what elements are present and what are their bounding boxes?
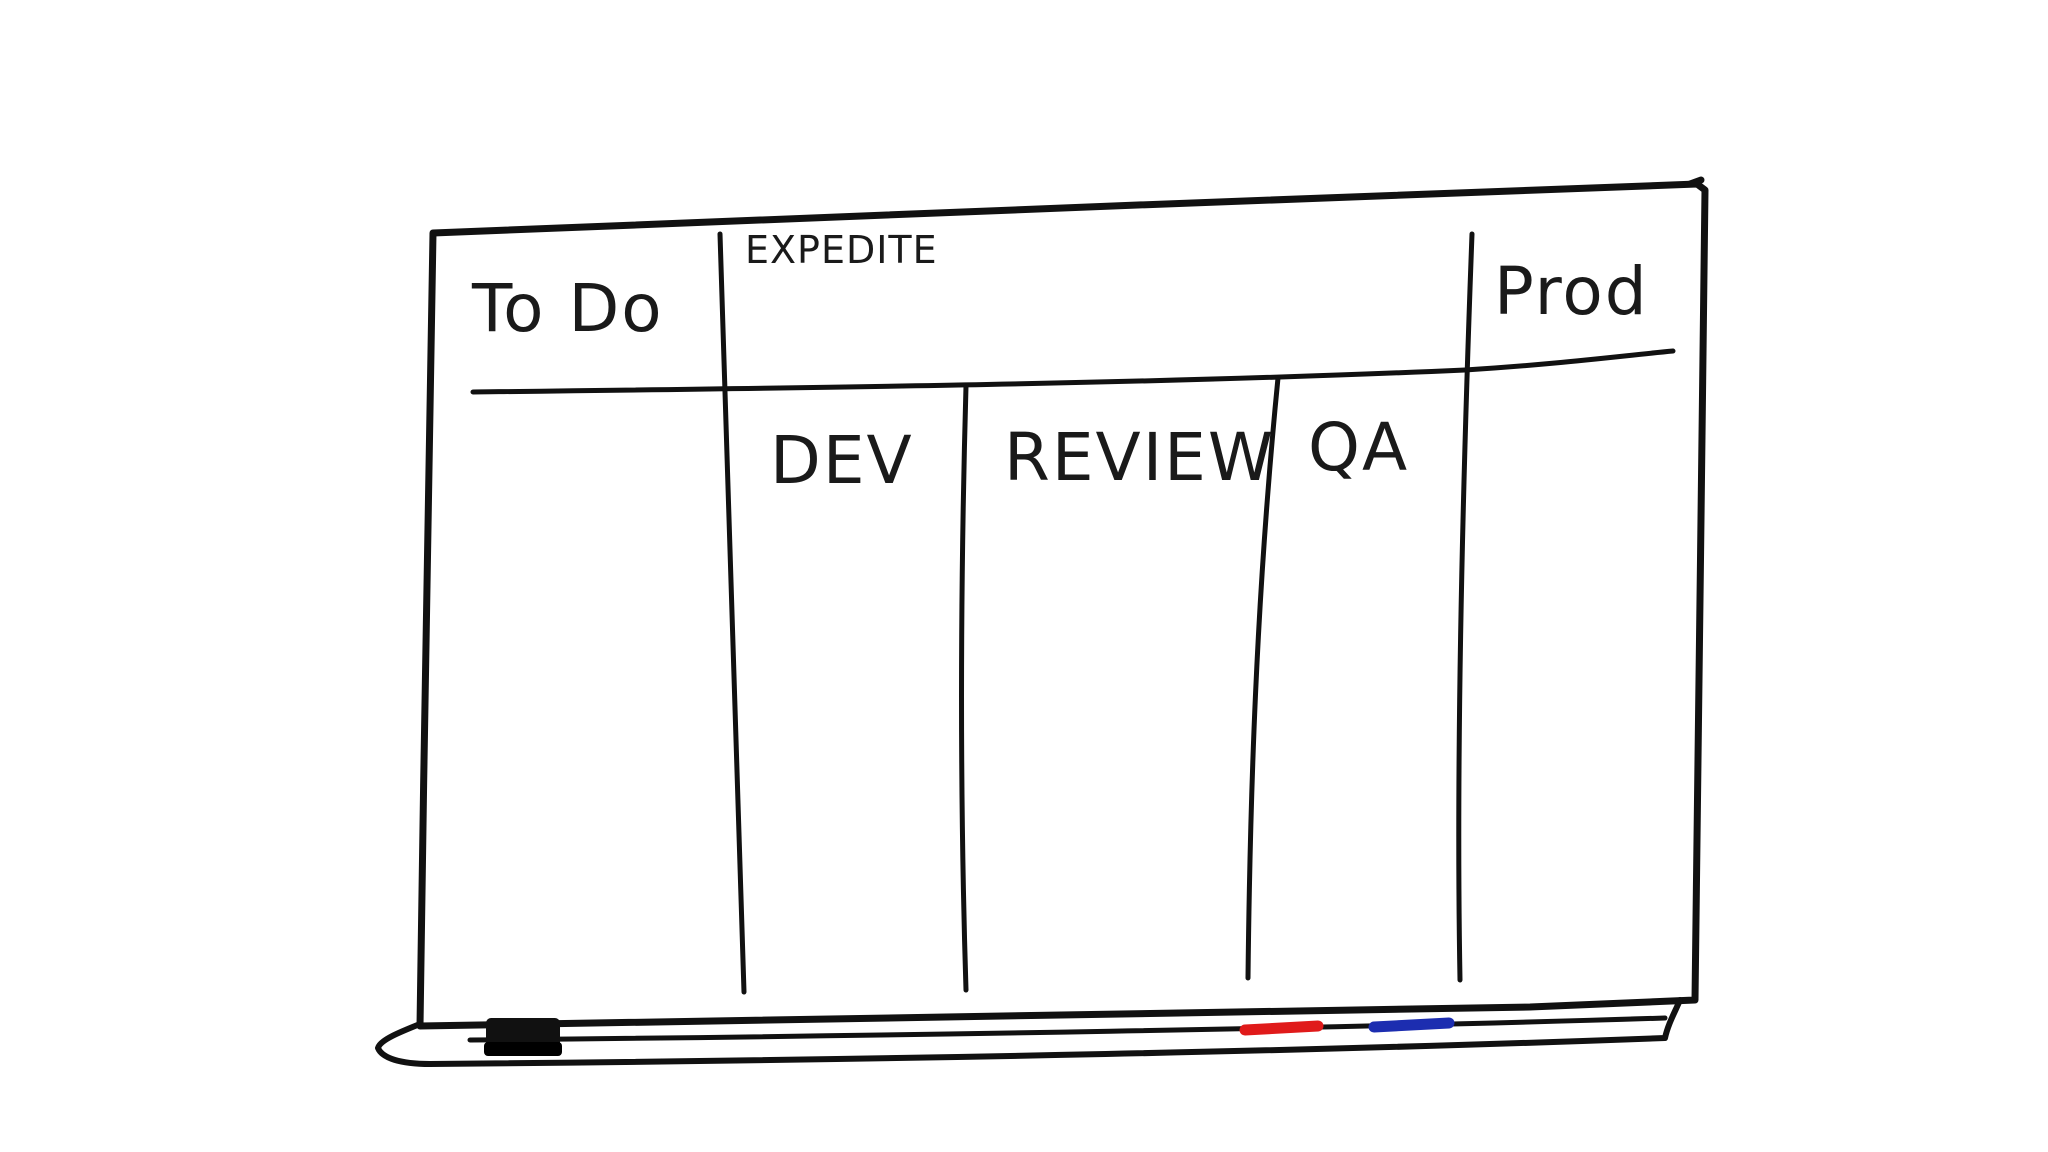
- column-label-review: REVIEW: [1004, 419, 1275, 496]
- column-label-prod: Prod: [1494, 253, 1649, 330]
- divider-todo: [717, 231, 747, 995]
- column-label-todo: To Do: [471, 270, 664, 347]
- board-frame: [416, 180, 1709, 1030]
- blue-marker-icon[interactable]: [1368, 1017, 1455, 1033]
- marker-tray: [375, 997, 1683, 1067]
- eraser-icon[interactable]: [484, 1018, 562, 1056]
- column-label-dev: DEV: [770, 422, 914, 499]
- divider-dev: [959, 383, 969, 993]
- header-divider: [470, 348, 1676, 395]
- board-frame-top-corner: [1686, 176, 1705, 188]
- column-label-qa: QA: [1308, 409, 1409, 486]
- lane-label-expedite: EXPEDITE: [745, 228, 938, 272]
- red-marker-icon[interactable]: [1239, 1020, 1324, 1036]
- marker-tray-lip: [467, 1015, 1668, 1043]
- divider-review: [1245, 375, 1281, 981]
- divider-qa: [1456, 231, 1475, 983]
